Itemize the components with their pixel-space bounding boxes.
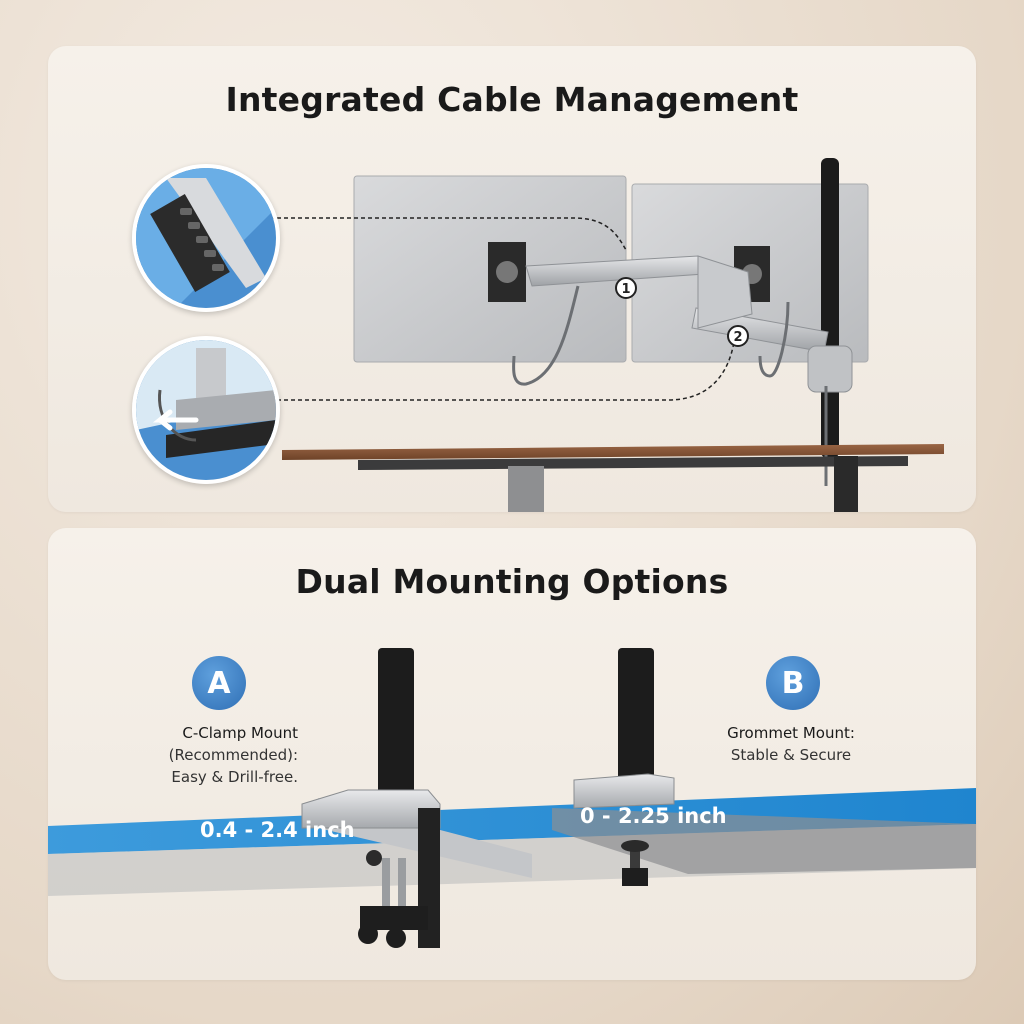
option-b-caption: Grommet Mount: Stable & Secure: [716, 722, 866, 766]
grommet-base: [573, 773, 675, 809]
marker-1: 1: [615, 277, 637, 299]
desk-top: [282, 444, 944, 460]
marker-2-label: 2: [733, 330, 742, 345]
arm-joint: [697, 255, 753, 329]
grommet-knob: [622, 868, 648, 886]
pole-collar: [807, 345, 853, 393]
section-title-mounting-options: Dual Mounting Options: [295, 562, 729, 601]
clamp-screw: [382, 858, 390, 918]
clamp-handle: [360, 906, 428, 930]
option-a-caption: C-Clamp Mount (Recommended): Easy & Dril…: [138, 722, 298, 788]
monitor-arm-illustration: 1 2: [270, 158, 944, 512]
option-a-thickness: 0.4 - 2.4 inch: [200, 818, 355, 842]
desk-leg: [508, 466, 544, 512]
option-b-name: Grommet Mount:: [727, 724, 855, 742]
option-b-detail: Stable & Secure: [730, 746, 852, 764]
option-b-thickness: 0 - 2.25 inch: [580, 804, 727, 828]
cable-channel-closeup: [132, 164, 280, 312]
marker-2: 2: [727, 325, 749, 347]
option-a-detail: Easy & Drill-free.: [171, 768, 298, 786]
option-a-name: C-Clamp Mount: [182, 724, 298, 742]
mounting-illustration: [48, 648, 976, 948]
desk-frame: [358, 456, 908, 470]
mounting-options-panel: Dual Mounting Options A B C-Clamp Mount …: [48, 528, 976, 980]
cable-left: [512, 285, 580, 386]
leader-line-1: [270, 217, 627, 251]
clamp-screw-2: [398, 858, 406, 918]
grommet-bolt: [630, 844, 640, 874]
grommet-desk-slab: [552, 808, 976, 874]
option-a-note: (Recommended):: [168, 746, 298, 764]
cable-management-panel: 1 2 Integrated Cable Management: [48, 46, 976, 512]
left-vesa-plate: [488, 242, 526, 302]
leader-line-2: [270, 341, 735, 401]
desk-edge-band: [48, 788, 976, 854]
option-b-badge: B: [766, 656, 820, 710]
clamp-top-plate: [301, 789, 441, 829]
grommet-pole: [618, 648, 654, 788]
section-title-cable-management: Integrated Cable Management: [225, 80, 799, 119]
marker-1-label: 1: [621, 282, 630, 297]
desk-leg-right: [834, 456, 858, 512]
clamp-pole: [378, 648, 414, 808]
mount-pole: [821, 158, 839, 458]
cable-clip-closeup: [132, 336, 280, 484]
option-a-badge: A: [192, 656, 246, 710]
cable-right: [758, 301, 790, 378]
